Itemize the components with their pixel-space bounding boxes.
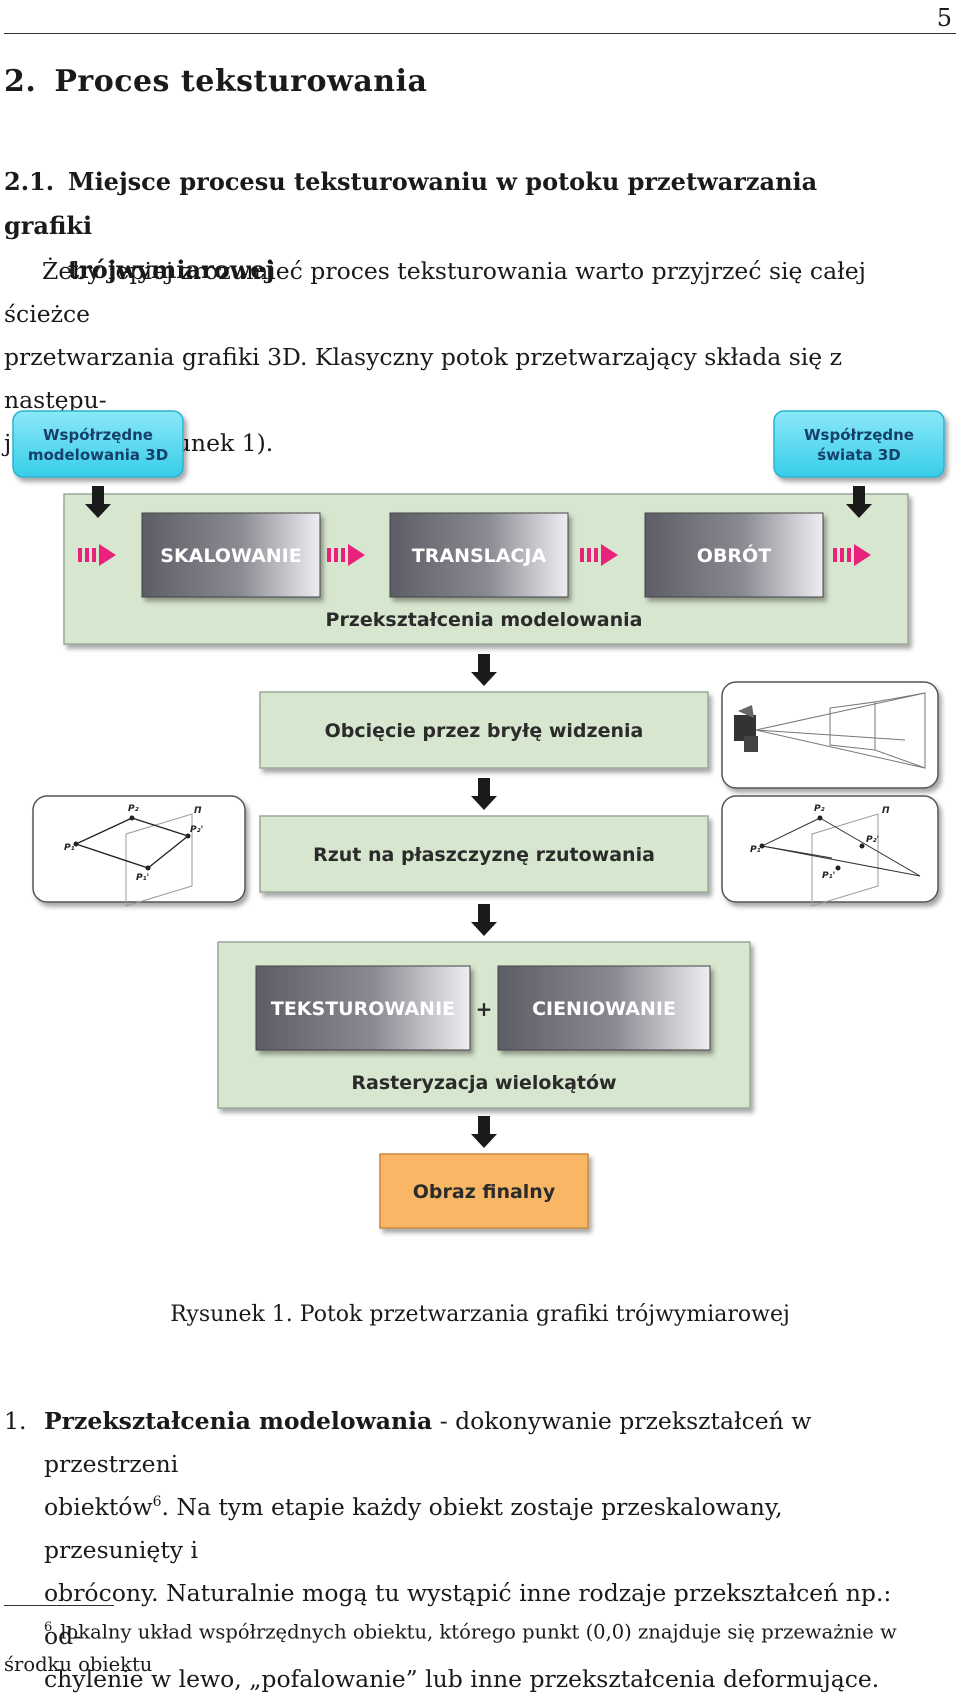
- point-label: P₂': [190, 825, 203, 835]
- footnote-text: środku obiektu: [4, 1652, 153, 1676]
- page-number: 5: [936, 4, 952, 32]
- list-number: 1.: [4, 1407, 27, 1435]
- point-label: Π: [194, 806, 202, 816]
- world-coords-label: świata 3D: [817, 446, 900, 464]
- footnote-rule: [4, 1605, 114, 1606]
- footnote-text: lokalny układ współrzędnych obiektu, któ…: [60, 1620, 897, 1644]
- subsection-heading: 2.1.Miejsce procesu teksturowaniu w poto…: [4, 160, 904, 292]
- caption-text: Potok przetwarzania grafiki trójwymiarow…: [299, 1302, 790, 1327]
- final-image-label: Obraz finalny: [413, 1181, 556, 1203]
- point-label: P₂: [814, 804, 825, 814]
- pipeline-figure: Współrzędne modelowania 3D Współrzędne ś…: [12, 410, 945, 1229]
- intro-line: przetwarzania grafiki 3D. Klasyczny poto…: [4, 343, 843, 414]
- shading-label: CIENIOWANIE: [532, 998, 676, 1020]
- point-label: P₁: [64, 843, 75, 853]
- rotation-label: OBRÓT: [697, 543, 771, 567]
- subsection-number: 2.1.: [4, 167, 55, 196]
- translation-box: [389, 512, 569, 598]
- down-arrow-icon: [471, 654, 497, 686]
- down-arrow-icon: [471, 1116, 497, 1148]
- scaling-label: SKALOWANIE: [160, 545, 301, 567]
- intro-line: Żeby lepiej zrozumieć proces teksturowan…: [4, 257, 866, 328]
- subsection-title-line2: trójwymiarowej: [68, 255, 275, 284]
- rotation-box: [644, 512, 824, 598]
- final-image-box: [379, 1153, 589, 1229]
- section-title: Proces teksturowania: [54, 64, 428, 99]
- down-arrow-icon: [471, 778, 497, 810]
- section-number: 2.: [4, 64, 37, 99]
- texturing-box: [255, 965, 471, 1051]
- model-coords-label: modelowania 3D: [28, 446, 168, 464]
- down-arrow-icon: [471, 904, 497, 936]
- point-label: P₂: [128, 804, 139, 814]
- model-coords-label: Współrzędne: [43, 426, 153, 444]
- point-label: Π: [882, 806, 890, 816]
- point-label: P₁': [136, 873, 149, 883]
- footnote-reference: 6: [152, 1494, 162, 1511]
- caption-label: Rysunek 1.: [170, 1302, 293, 1327]
- footnote-mark: 6: [44, 1620, 53, 1635]
- point-label: P₂': [866, 835, 879, 845]
- list-text: - dokonywanie przekształceń w przestrzen…: [44, 1407, 812, 1478]
- list-term: Przekształcenia modelowania: [44, 1407, 433, 1435]
- figure-caption: Rysunek 1. Potok przetwarzania grafiki t…: [0, 1302, 960, 1327]
- shading-box: [497, 965, 711, 1051]
- footnote: 6 lokalny układ współrzędnych obiektu, kt…: [4, 1612, 900, 1681]
- camera-frustum-thumbnail: [721, 681, 939, 789]
- point-label: P₁': [822, 871, 835, 881]
- list-text: . Na tym etapie każdy obiekt zostaje prz…: [44, 1493, 783, 1564]
- world-coords-label: Współrzędne: [804, 426, 914, 444]
- plus-sign: +: [476, 997, 493, 1021]
- scaling-box: [141, 512, 321, 598]
- modeling-group-label: Przekształcenia modelowania: [326, 609, 643, 631]
- projection-box: [259, 815, 709, 893]
- clipping-label: Obcięcie przez bryłę widzenia: [325, 720, 644, 742]
- world-coords-box: [773, 410, 945, 478]
- model-coords-box: [12, 410, 184, 478]
- translation-label: TRANSLACJA: [412, 545, 547, 567]
- projection-label: Rzut na płaszczyznę rzutowania: [313, 844, 655, 866]
- point-label: P₁: [750, 845, 761, 855]
- rasterization-label: Rasteryzacja wielokątów: [351, 1072, 616, 1094]
- texturing-label: TEKSTUROWANIE: [271, 998, 455, 1020]
- list-text: obrócony. Naturalnie mogą tu wystąpić in…: [44, 1579, 892, 1650]
- list-text: obiektów: [44, 1493, 153, 1521]
- orthographic-projection-thumbnail: P₁ P₂ P₂' P₁' Π: [32, 795, 246, 907]
- clipping-box: [259, 691, 709, 769]
- perspective-projection-thumbnail: P₁ P₂ P₂' P₁' Π: [721, 795, 939, 907]
- subsection-title-line1: Miejsce procesu teksturowaniu w potoku p…: [4, 167, 818, 240]
- header-rule: [4, 33, 956, 34]
- section-heading: 2. Proces teksturowania: [4, 64, 427, 99]
